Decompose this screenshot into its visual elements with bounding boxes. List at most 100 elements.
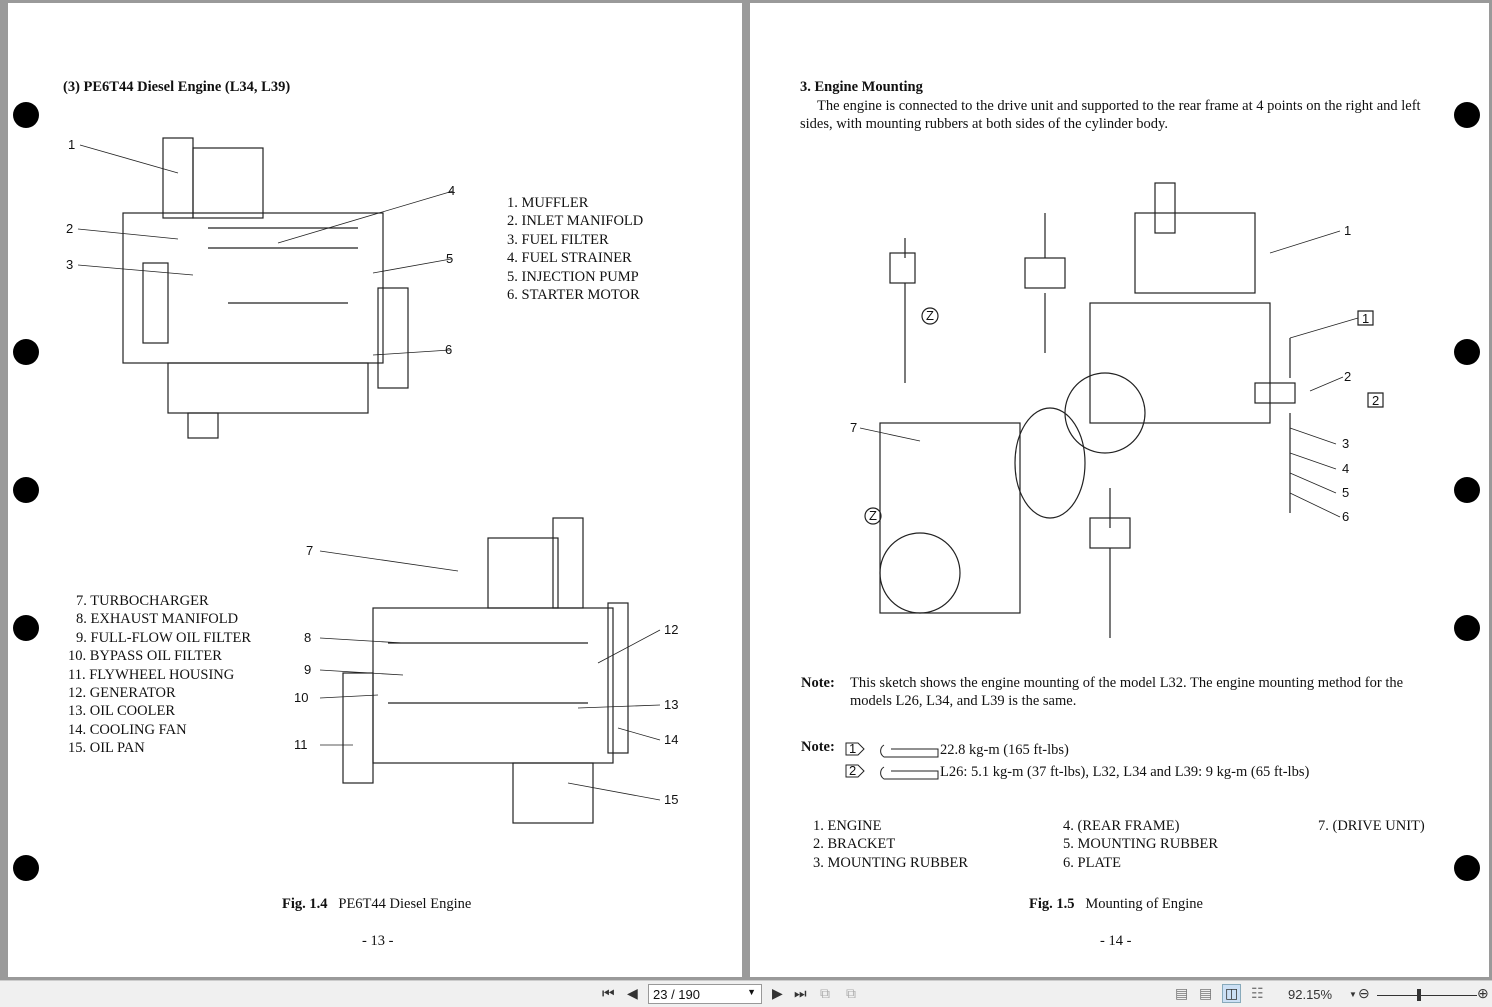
part-item: 10. BYPASS OIL FILTER bbox=[68, 648, 222, 665]
zoom-dropdown-icon[interactable]: ▼ bbox=[1349, 990, 1357, 999]
part-item: 8. EXHAUST MANIFOLD bbox=[76, 611, 239, 628]
chevron-down-icon[interactable]: ▼ bbox=[747, 987, 756, 997]
callout-5: 5 bbox=[1342, 485, 1349, 500]
torque-value-2: L26: 5.1 kg-m (37 ft-lbs), L32, L34 and … bbox=[940, 764, 1310, 780]
figure-caption: Fig. 1.5 Mounting of Engine bbox=[1029, 895, 1203, 913]
callout-14: 14 bbox=[664, 732, 678, 747]
fig-label: Fig. 1.5 bbox=[1029, 896, 1075, 912]
callout-15: 15 bbox=[664, 792, 678, 807]
part-item: 6. PLATE bbox=[1063, 854, 1121, 871]
part-item: 11. FLYWHEEL HOUSING bbox=[68, 666, 235, 683]
two-page-continuous-view-icon[interactable]: ☷ bbox=[1251, 985, 1264, 1001]
punch-hole bbox=[1454, 477, 1480, 503]
part-item: 5. INJECTION PUMP bbox=[507, 268, 639, 285]
marker-z: Z bbox=[869, 508, 877, 523]
torque-mark-1: 1 bbox=[1362, 311, 1369, 326]
note-line: This sketch shows the engine mounting of… bbox=[850, 675, 1404, 691]
callout-11: 11 bbox=[294, 737, 308, 752]
note-label: Note: bbox=[801, 739, 835, 755]
part-item: 5. MOUNTING RUBBER bbox=[1063, 836, 1219, 853]
punch-hole bbox=[13, 615, 39, 641]
figure-caption: Fig. 1.4 PE6T44 Diesel Engine bbox=[282, 895, 471, 913]
parts-col-3: 7. (DRIVE UNIT) bbox=[1318, 817, 1425, 835]
engine-mounting-diagram: Z Z 1 2 1 2 3 4 5 6 7 bbox=[850, 182, 1384, 638]
page-number: - 14 - bbox=[1100, 933, 1132, 949]
wrench-icon bbox=[880, 744, 939, 758]
page-number-input[interactable]: 23 / 190 ▼ bbox=[648, 984, 762, 1004]
marker-z: Z bbox=[926, 308, 934, 323]
callout-12: 12 bbox=[664, 622, 678, 637]
two-page-view-icon[interactable]: ◫ bbox=[1222, 984, 1242, 1003]
fig-caption-text: Mounting of Engine bbox=[1085, 896, 1203, 912]
left-page: (3) PE6T44 Diesel Engine (L34, L39) 1 2 … bbox=[8, 3, 742, 977]
previous-page-icon[interactable]: ◀ bbox=[627, 985, 638, 1001]
zoom-level[interactable]: 92.15% bbox=[1288, 987, 1333, 1002]
callout-6: 6 bbox=[445, 342, 452, 357]
parts-col-1: 1. ENGINE 2. BRACKET 3. MOUNTING RUBBER bbox=[813, 817, 968, 872]
next-view-icon[interactable]: ⧉ bbox=[846, 985, 856, 1001]
callout-2: 2 bbox=[1344, 369, 1351, 384]
fig-label: Fig. 1.4 bbox=[282, 896, 328, 912]
page-value: 23 / 190 bbox=[653, 987, 700, 1002]
torque-mark-2: 2 bbox=[1372, 393, 1379, 408]
section-heading: (3) PE6T44 Diesel Engine (L34, L39) bbox=[63, 79, 291, 95]
punch-hole bbox=[1454, 102, 1480, 128]
callout-3: 3 bbox=[1342, 436, 1349, 451]
part-item: 7. (DRIVE UNIT) bbox=[1318, 818, 1425, 834]
right-page: 3. Engine Mounting The engine is connect… bbox=[750, 3, 1489, 977]
parts-list-bottom: 7. TURBOCHARGER 8. EXHAUST MANIFOLD 9. F… bbox=[68, 592, 251, 758]
callout-13: 13 bbox=[664, 697, 678, 712]
punch-hole bbox=[1454, 855, 1480, 881]
part-item: 15. OIL PAN bbox=[68, 740, 145, 757]
wrench-icon bbox=[880, 766, 939, 780]
callout-10: 10 bbox=[294, 690, 308, 705]
paragraph-line: The engine is connected to the drive uni… bbox=[817, 98, 1421, 114]
callout-3: 3 bbox=[66, 257, 73, 272]
single-page-view-icon[interactable]: ▤ bbox=[1175, 985, 1189, 1001]
callout-7: 7 bbox=[850, 420, 857, 435]
punch-hole bbox=[13, 102, 39, 128]
punch-hole bbox=[1454, 339, 1480, 365]
section-heading: 3. Engine Mounting bbox=[800, 79, 923, 95]
part-item: 9. FULL-FLOW OIL FILTER bbox=[76, 629, 252, 646]
zoom-in-icon[interactable]: ⊕ bbox=[1477, 985, 1489, 1001]
zoom-slider[interactable] bbox=[1377, 995, 1477, 996]
callout-9: 9 bbox=[304, 662, 311, 677]
bottom-toolbar: ⏮ ◀ 23 / 190 ▼ ▶ ⏭ ⧉ ⧉ ▤ ▤ ◫ ☷ 92.15% ▼ ⊖… bbox=[0, 980, 1492, 1007]
part-item: 1. ENGINE bbox=[813, 818, 882, 834]
part-item: 2. BRACKET bbox=[813, 836, 896, 853]
first-page-icon[interactable]: ⏮ bbox=[602, 985, 615, 1001]
punch-hole bbox=[13, 477, 39, 503]
torque-mark-1: 1 bbox=[849, 741, 856, 756]
continuous-view-icon[interactable]: ▤ bbox=[1199, 985, 1213, 1001]
zoom-slider-handle[interactable] bbox=[1417, 989, 1421, 1001]
zoom-out-icon[interactable]: ⊖ bbox=[1358, 985, 1370, 1001]
part-item: 13. OIL COOLER bbox=[68, 703, 175, 720]
part-item: 2. INLET MANIFOLD bbox=[507, 213, 644, 230]
note-label: Note: bbox=[801, 675, 835, 691]
punch-hole bbox=[13, 339, 39, 365]
callout-4: 4 bbox=[1342, 461, 1349, 476]
part-item: 14. COOLING FAN bbox=[68, 721, 187, 738]
previous-view-icon[interactable]: ⧉ bbox=[820, 985, 830, 1001]
callout-5: 5 bbox=[446, 251, 453, 266]
parts-list-top: 1. MUFFLER 2. INLET MANIFOLD 3. FUEL FIL… bbox=[507, 194, 643, 304]
paragraph-line: sides, with mounting rubbers at both sid… bbox=[800, 116, 1168, 132]
part-item: 1. MUFFLER bbox=[507, 195, 589, 211]
part-item: 6. STARTER MOTOR bbox=[507, 287, 640, 304]
part-item: 4. (REAR FRAME) bbox=[1063, 818, 1180, 834]
engine-diagram-top: 1 2 3 4 5 6 7 8 9 10 11 12 13 14 15 bbox=[66, 137, 678, 824]
callout-7: 7 bbox=[306, 543, 313, 558]
next-page-icon[interactable]: ▶ bbox=[772, 985, 783, 1001]
callout-4: 4 bbox=[448, 183, 455, 198]
part-item: 3. MOUNTING RUBBER bbox=[813, 854, 969, 871]
callout-6: 6 bbox=[1342, 509, 1349, 524]
callout-2: 2 bbox=[66, 221, 73, 236]
callout-1: 1 bbox=[1344, 223, 1351, 238]
punch-hole bbox=[1454, 615, 1480, 641]
last-page-icon[interactable]: ⏭ bbox=[794, 985, 807, 1001]
fig-caption-text: PE6T44 Diesel Engine bbox=[338, 896, 472, 912]
part-item: 3. FUEL FILTER bbox=[507, 231, 609, 248]
punch-hole bbox=[13, 855, 39, 881]
part-item: 7. TURBOCHARGER bbox=[76, 593, 209, 609]
